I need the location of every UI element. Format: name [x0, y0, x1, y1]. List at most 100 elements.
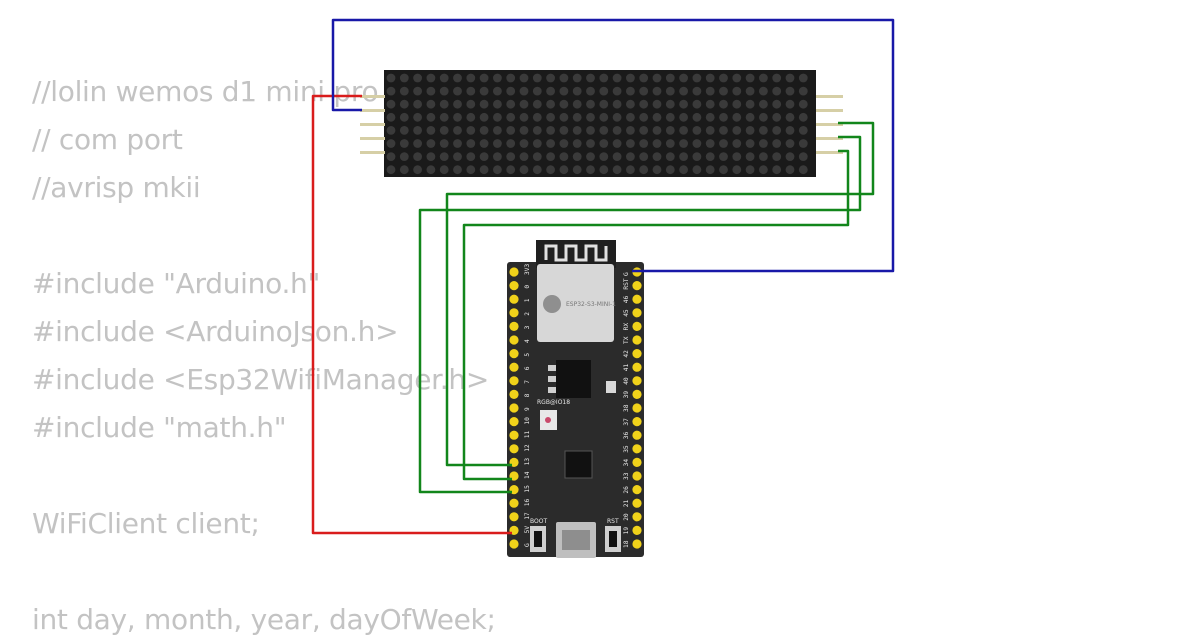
pin-pad[interactable]: [509, 417, 519, 427]
led-dot: [546, 165, 555, 175]
pin-pad[interactable]: [509, 403, 519, 413]
right-pin-header: GRST4645RXTX4241403938373635343326212019…: [623, 267, 642, 549]
led-dot: [679, 139, 688, 148]
pin-pad[interactable]: [632, 457, 642, 467]
led-dot: [612, 125, 622, 135]
led-dot: [426, 152, 436, 162]
led-dot: [546, 125, 555, 135]
pin-pad[interactable]: [509, 294, 519, 304]
led-dot: [572, 86, 582, 96]
pin-pad[interactable]: [632, 444, 642, 454]
pin-pad[interactable]: [632, 498, 642, 508]
pin-pad[interactable]: [632, 417, 642, 427]
pin-pad[interactable]: [632, 335, 642, 345]
wire-signal-data[interactable]: [445, 121, 875, 467]
led-dot: [692, 125, 702, 135]
led-dot: [479, 99, 489, 109]
led-dot: [532, 99, 542, 109]
pin-pad[interactable]: [632, 376, 642, 386]
led-dot: [399, 139, 409, 148]
led-dot: [719, 139, 728, 148]
pin-pad[interactable]: [509, 376, 519, 386]
pin-pad[interactable]: [632, 471, 642, 481]
pin-pad[interactable]: [509, 430, 519, 440]
wire-power[interactable]: [311, 94, 512, 535]
led-dot: [586, 99, 595, 109]
led-dot: [479, 73, 489, 83]
led-dot: [639, 152, 649, 162]
pin-pad[interactable]: [509, 539, 519, 549]
led-dot: [599, 86, 609, 96]
pin-pad[interactable]: [632, 389, 642, 399]
code-line: // com port: [32, 123, 183, 156]
led-dot: [572, 112, 582, 122]
pin-label: 15: [524, 485, 531, 493]
led-dot: [493, 139, 502, 148]
pin-pad[interactable]: [632, 308, 642, 318]
pin-label: 20: [623, 513, 630, 521]
led-dot: [413, 139, 422, 148]
led-dot: [466, 125, 476, 135]
led-dot: [772, 165, 782, 175]
led-dot: [506, 165, 516, 175]
wire-signal-clock[interactable]: [418, 135, 862, 494]
usb-port-inner: [562, 530, 590, 550]
pin-pad[interactable]: [509, 498, 519, 508]
pin-pad[interactable]: [632, 430, 642, 440]
pin-pad[interactable]: [509, 349, 519, 359]
led-dot: [439, 73, 449, 83]
led-dot: [453, 165, 462, 175]
pin-pad[interactable]: [632, 485, 642, 495]
led-dot: [413, 73, 422, 83]
led-dot: [612, 86, 622, 96]
led-dot: [705, 152, 715, 162]
led-dot: [772, 139, 782, 148]
pin-pad[interactable]: [632, 294, 642, 304]
pin-pad[interactable]: [509, 512, 519, 522]
led-dot: [493, 112, 502, 122]
led-dot: [692, 152, 702, 162]
pin-pad[interactable]: [632, 321, 642, 331]
esp32-s3-board[interactable]: ESP32-S3-MINI-1 RGB@IO18 BOOT RST 3V3012…: [507, 240, 644, 558]
pin-pad[interactable]: [509, 308, 519, 318]
led-dot: [453, 99, 462, 109]
led-dot: [626, 125, 635, 135]
led-dot: [572, 165, 582, 175]
pin-pad[interactable]: [509, 444, 519, 454]
pin-pad[interactable]: [632, 512, 642, 522]
led-dot: [705, 125, 715, 135]
led-dot: [798, 99, 808, 109]
led-dot: [386, 139, 396, 148]
led-dot: [439, 152, 449, 162]
pin-pad[interactable]: [632, 349, 642, 359]
pin-pad[interactable]: [509, 281, 519, 291]
led-dot: [705, 112, 715, 122]
pin-pad[interactable]: [632, 362, 642, 372]
wire-signal-cs[interactable]: [462, 149, 850, 481]
pin-label: 38: [623, 404, 630, 412]
pin-pad[interactable]: [509, 321, 519, 331]
pin-pad[interactable]: [509, 267, 519, 277]
pin-pad[interactable]: [509, 362, 519, 372]
led-dot: [386, 112, 396, 122]
wire-ground[interactable]: [331, 18, 895, 273]
led-dot: [479, 165, 489, 175]
led-dot: [519, 152, 529, 162]
led-dot: [639, 165, 649, 175]
pin-label: 19: [623, 527, 630, 535]
led-dot: [466, 73, 476, 83]
pin-pad[interactable]: [509, 335, 519, 345]
pin-pad[interactable]: [632, 281, 642, 291]
pin-pad[interactable]: [632, 403, 642, 413]
led-dot: [692, 139, 702, 148]
boot-button-cap: [534, 531, 542, 547]
led-dot: [466, 112, 476, 122]
pin-pad[interactable]: [632, 539, 642, 549]
led-matrix-module[interactable]: [360, 70, 843, 177]
led-dot: [519, 86, 529, 96]
pin-pad[interactable]: [509, 389, 519, 399]
pin-label: 41: [623, 363, 630, 371]
led-dot: [692, 86, 702, 96]
pin-pad[interactable]: [632, 525, 642, 536]
pin-label: 6: [524, 366, 531, 370]
